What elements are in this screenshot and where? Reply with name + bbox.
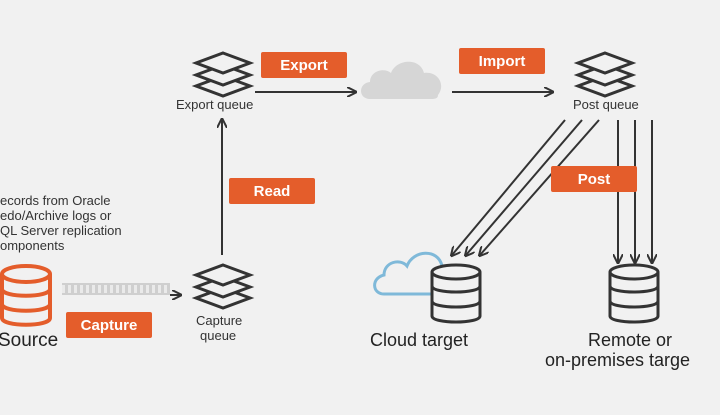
read-tag: Read xyxy=(229,178,315,204)
post-queue-stack-icon xyxy=(573,51,637,98)
source-desc-line1: ecords from Oracle xyxy=(0,193,111,208)
capture-queue-stack-icon xyxy=(191,263,255,310)
capture-tag: Capture xyxy=(66,312,152,338)
source-desc-line3: QL Server replication xyxy=(0,223,122,238)
source-label: Source xyxy=(0,330,59,351)
source-database-icon xyxy=(0,264,52,327)
cloud-icon xyxy=(361,61,442,99)
source-desc-line4: omponents xyxy=(0,238,65,253)
post-tag: Post xyxy=(551,166,637,192)
export-tag: Export xyxy=(261,52,347,78)
remote-target-label-line2: on-premises targe xyxy=(545,350,691,370)
capture-queue-label-line2: queue xyxy=(200,328,237,343)
import-tag: Import xyxy=(459,48,545,74)
remote-target-database-icon xyxy=(608,263,660,324)
post-queue-label: Post queue xyxy=(573,97,639,112)
export-queue-label: Export queue xyxy=(176,97,254,112)
capture-queue-label-line1: Capture xyxy=(196,313,243,328)
cloud-target-label: Cloud target xyxy=(370,330,469,350)
export-queue-stack-icon xyxy=(191,51,255,98)
remote-target-label-line1: Remote or xyxy=(588,330,673,350)
source-desc-line2: edo/Archive logs or xyxy=(0,208,112,223)
cloud-target-database-icon xyxy=(430,263,482,324)
